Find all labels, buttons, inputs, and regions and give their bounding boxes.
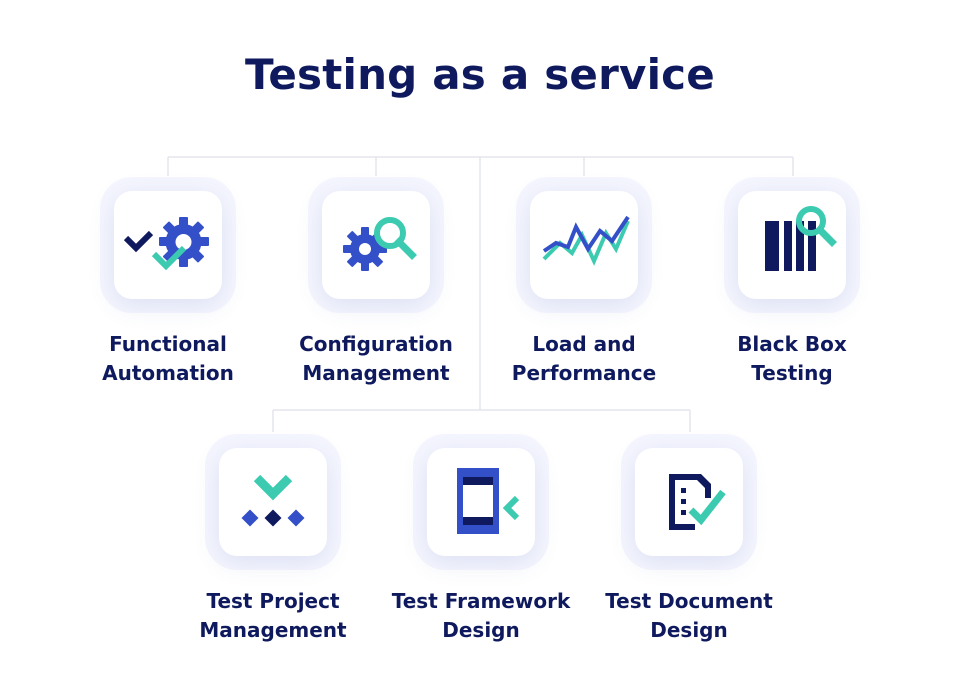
diamonds-check-icon <box>241 474 305 527</box>
test-project-management-card[interactable] <box>219 448 327 556</box>
box-magnifier-icon <box>765 206 837 271</box>
black-box-testing-card[interactable] <box>738 191 846 299</box>
gear-magnifier-icon <box>343 217 417 271</box>
test-framework-design-card[interactable] <box>427 448 535 556</box>
functional-automation-card[interactable] <box>114 191 222 299</box>
load-performance-card[interactable] <box>530 191 638 299</box>
gear-check-icon <box>123 217 209 271</box>
frame-chevron-icon <box>457 468 520 534</box>
line-graph-icon <box>542 215 630 266</box>
page-title: Testing as a service <box>245 50 715 99</box>
configuration-management-card[interactable] <box>322 191 430 299</box>
document-check-icon <box>669 474 726 530</box>
test-document-design-card[interactable] <box>635 448 743 556</box>
